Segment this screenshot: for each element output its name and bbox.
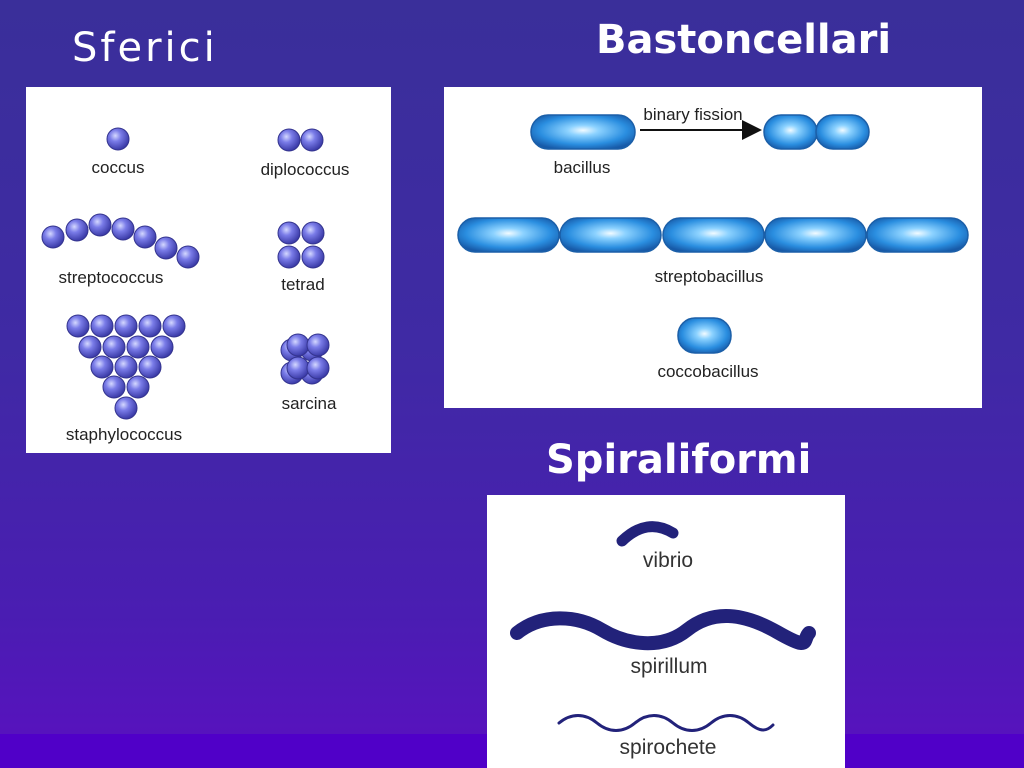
- coccus-cell: [154, 236, 178, 260]
- heading-spherical: Sferici: [72, 25, 218, 71]
- coccus-label: coccus: [92, 158, 145, 177]
- spirochete-label: spirochete: [620, 736, 717, 759]
- coccus-cell: [78, 335, 102, 359]
- rod-diagram: binary fission bacillus streptobacillus …: [457, 105, 969, 381]
- sarcina-label: sarcina: [282, 394, 337, 413]
- coccobacillus-label: coccobacillus: [657, 362, 758, 381]
- streptobacillus-cell: [662, 217, 765, 253]
- staphylococcus-figure: [66, 314, 186, 420]
- coccus-cell: [65, 218, 89, 242]
- coccus-cell: [41, 225, 65, 249]
- heading-rod: Bastoncellari: [596, 17, 892, 63]
- coccus-cell: [106, 127, 130, 151]
- spirochete-shape: [557, 714, 775, 732]
- coccus-cell: [102, 375, 126, 399]
- streptococcus-label: streptococcus: [59, 268, 164, 287]
- coccus-figure: [106, 127, 130, 151]
- coccus-cell: [114, 314, 138, 338]
- streptobacillus-label: streptobacillus: [655, 267, 764, 286]
- vibrio-shape: [616, 521, 679, 547]
- coccus-cell: [90, 355, 114, 379]
- coccus-cell: [102, 335, 126, 359]
- coccus-cell: [306, 333, 330, 357]
- coccus-cell: [176, 245, 200, 269]
- coccus-cell: [286, 356, 310, 380]
- tetrad-figure: [277, 221, 325, 269]
- streptococcus-figure: [41, 213, 200, 269]
- coccus-cell: [306, 356, 330, 380]
- coccus-cell: [301, 221, 325, 245]
- spirillum-label: spirillum: [630, 655, 707, 678]
- streptobacillus-cell: [457, 217, 560, 253]
- diplococcus-figure: [277, 128, 324, 152]
- coccus-cell: [111, 217, 135, 241]
- coccus-cell: [114, 396, 138, 420]
- binary-fission-label: binary fission: [643, 105, 742, 124]
- bacillus-cell: [530, 114, 636, 150]
- coccus-cell: [150, 335, 174, 359]
- bacillus-label: bacillus: [554, 158, 611, 177]
- spirillum-shape: [510, 608, 816, 651]
- spherical-diagram: coccus diplococcus streptococcus tetrad …: [41, 127, 350, 444]
- heading-spiral: Spiraliformi: [546, 437, 812, 483]
- coccus-cell: [277, 128, 301, 152]
- streptobacillus-cell: [764, 217, 867, 253]
- coccus-cell: [162, 314, 186, 338]
- streptobacillus-cell: [866, 217, 969, 253]
- coccus-cell: [133, 225, 157, 249]
- vibrio-label: vibrio: [643, 549, 693, 572]
- coccus-cell: [286, 333, 310, 357]
- coccus-cell: [66, 314, 90, 338]
- divided-bacillus-cells: [763, 114, 870, 150]
- sarcina-figure: [280, 333, 330, 385]
- tetrad-label: tetrad: [281, 275, 324, 294]
- rod-panel: binary fission bacillus streptobacillus …: [444, 87, 982, 408]
- staphylococcus-label: staphylococcus: [66, 425, 182, 444]
- coccus-cell: [300, 128, 324, 152]
- spherical-panel: coccus diplococcus streptococcus tetrad …: [26, 87, 391, 453]
- coccus-cell: [114, 355, 138, 379]
- diplococcus-label: diplococcus: [261, 160, 350, 179]
- coccus-cell: [277, 221, 301, 245]
- coccus-cell: [138, 314, 162, 338]
- coccus-cell: [126, 335, 150, 359]
- coccus-cell: [88, 213, 112, 237]
- coccus-cell: [138, 355, 162, 379]
- streptobacillus-cell: [559, 217, 662, 253]
- streptobacillus-chain: [457, 217, 969, 253]
- coccobacillus-cell: [677, 317, 732, 354]
- coccus-cell: [277, 245, 301, 269]
- spiral-panel: vibrio spirillum spirochete: [487, 495, 845, 768]
- coccus-cell: [301, 245, 325, 269]
- spiral-diagram: vibrio spirillum spirochete: [510, 521, 816, 759]
- coccus-cell: [126, 375, 150, 399]
- coccus-cell: [90, 314, 114, 338]
